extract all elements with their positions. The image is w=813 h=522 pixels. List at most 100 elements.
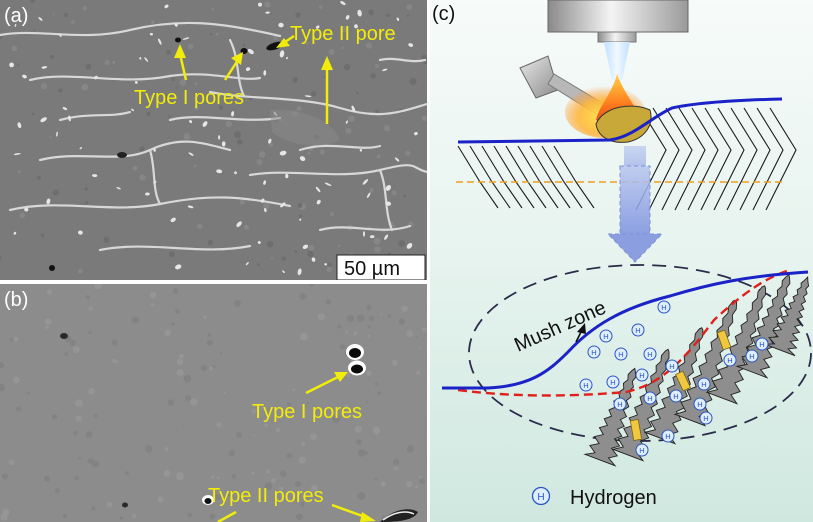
hatch-line bbox=[739, 107, 771, 211]
precipitate bbox=[236, 221, 242, 227]
texture-speck bbox=[176, 358, 184, 366]
texture-speck bbox=[150, 20, 155, 25]
texture-speck bbox=[131, 316, 139, 324]
hydrogen-atom-symbol: H bbox=[603, 332, 608, 341]
texture-speck bbox=[176, 472, 185, 481]
texture-speck bbox=[403, 194, 406, 198]
arrow-type-i-a1 bbox=[178, 53, 188, 81]
texture-speck bbox=[225, 120, 232, 128]
precipitate bbox=[285, 56, 289, 60]
texture-speck bbox=[398, 240, 406, 247]
nozzle-body bbox=[547, 0, 689, 33]
hydrogen-atom-symbol: H bbox=[703, 414, 708, 423]
texture-speck bbox=[72, 346, 80, 354]
panel-a-pore bbox=[117, 152, 127, 158]
hydrogen-atom-symbol: H bbox=[591, 348, 596, 357]
texture-speck bbox=[179, 353, 184, 359]
texture-speck bbox=[348, 115, 355, 123]
hydrogen-atom bbox=[699, 411, 713, 425]
hydrogen-atom-symbol: H bbox=[639, 371, 644, 380]
panel-b-pore bbox=[60, 333, 68, 339]
texture-speck bbox=[164, 447, 169, 451]
texture-speck bbox=[81, 83, 89, 91]
texture-speck bbox=[310, 485, 319, 493]
panel-a: Type I pores Type II pore (a) 50 µm bbox=[0, 0, 429, 281]
precipitate bbox=[366, 192, 371, 198]
precipitate bbox=[316, 199, 321, 205]
texture-speck bbox=[328, 48, 335, 55]
hydrogen-atom-symbol: H bbox=[759, 340, 764, 349]
texture-speck bbox=[132, 165, 138, 171]
texture-speck bbox=[307, 151, 311, 155]
texture-speck bbox=[146, 111, 151, 117]
texture-speck bbox=[16, 406, 22, 412]
hydrogen-atom bbox=[606, 375, 620, 389]
texture-speck bbox=[207, 240, 213, 246]
texture-speck bbox=[409, 77, 417, 85]
hydrogen-atom-symbol: H bbox=[635, 326, 640, 335]
panel-a-type-ii-pore bbox=[266, 41, 284, 51]
texture-speck bbox=[421, 115, 428, 122]
hatch-line bbox=[726, 107, 758, 211]
texture-speck bbox=[58, 88, 63, 93]
texture-speck bbox=[393, 458, 400, 465]
texture-speck bbox=[63, 12, 69, 18]
precipitate bbox=[182, 37, 190, 40]
texture-speck bbox=[112, 60, 116, 64]
precipitate bbox=[406, 243, 413, 249]
panel-a-precipitates bbox=[9, 1, 418, 276]
texture-speck bbox=[338, 244, 341, 247]
texture-speck bbox=[298, 456, 306, 464]
precipitate bbox=[315, 186, 321, 193]
texture-speck bbox=[183, 374, 192, 383]
texture-speck bbox=[203, 315, 207, 320]
precipitate bbox=[324, 263, 328, 266]
texture-speck bbox=[324, 76, 326, 79]
panel-a-type-i-pore bbox=[175, 37, 181, 43]
precipitate bbox=[345, 15, 350, 20]
panel-a-pore bbox=[49, 265, 55, 271]
precipitate bbox=[311, 257, 316, 262]
texture-speck bbox=[326, 266, 332, 273]
precipitate bbox=[175, 264, 182, 270]
texture-speck bbox=[251, 471, 255, 475]
panel-a-annotation-arrows bbox=[174, 34, 333, 124]
hydrogen-atom-symbol: H bbox=[697, 400, 702, 409]
precipitate bbox=[46, 198, 51, 205]
texture-speck bbox=[236, 432, 242, 438]
hydrogen-atom-symbol: H bbox=[701, 380, 706, 389]
texture-speck bbox=[215, 494, 222, 501]
texture-speck bbox=[75, 399, 83, 408]
texture-speck bbox=[111, 358, 116, 363]
texture-speck bbox=[40, 233, 45, 237]
texture-speck bbox=[73, 430, 78, 436]
hydrogen-atom bbox=[755, 337, 769, 351]
precipitate bbox=[94, 75, 98, 80]
dendrite bbox=[611, 348, 670, 462]
precipitate bbox=[260, 198, 265, 203]
texture-speck bbox=[367, 334, 371, 338]
precipitate bbox=[385, 201, 392, 206]
precipitate bbox=[139, 57, 142, 60]
texture-speck bbox=[37, 175, 41, 180]
texture-speck bbox=[185, 395, 191, 401]
texture-speck bbox=[8, 459, 15, 466]
precipitate bbox=[216, 169, 223, 174]
texture-speck bbox=[374, 63, 379, 68]
scale-bar-label: 50 µm bbox=[344, 258, 400, 280]
texture-speck bbox=[356, 314, 365, 323]
hydrogen-atom-symbol: H bbox=[727, 356, 732, 365]
texture-speck bbox=[391, 190, 397, 196]
texture-speck bbox=[422, 327, 427, 332]
texture-speck bbox=[394, 466, 398, 471]
texture-speck bbox=[318, 34, 323, 38]
mush-zone-arrowhead bbox=[577, 323, 586, 334]
hydrogen-atom-symbol: H bbox=[647, 394, 652, 403]
texture-speck bbox=[16, 63, 20, 67]
texture-speck bbox=[345, 127, 352, 134]
texture-speck bbox=[211, 475, 215, 479]
texture-speck bbox=[17, 170, 21, 174]
precipitate bbox=[324, 182, 332, 187]
texture-speck bbox=[9, 338, 14, 342]
hydrogen-atom bbox=[643, 391, 657, 405]
